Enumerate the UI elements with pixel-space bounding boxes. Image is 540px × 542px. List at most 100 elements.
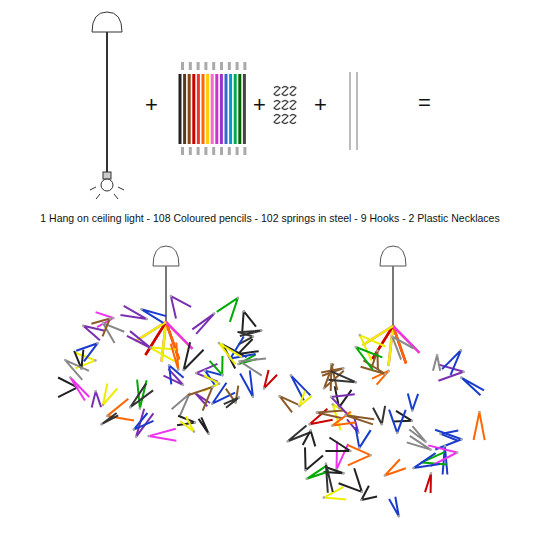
pencil-stroke <box>305 447 323 470</box>
spring-joint <box>135 436 138 439</box>
spring-joint <box>358 447 361 450</box>
pencil-stroke <box>325 438 350 452</box>
pencil-stroke <box>217 298 238 322</box>
pencil <box>179 74 182 144</box>
spring-joint <box>430 472 433 475</box>
pencil-stroke <box>91 319 110 337</box>
pencil-stroke <box>326 464 333 493</box>
pencil-stroke <box>171 296 191 318</box>
spring-joint <box>100 423 103 426</box>
pencil-stroke <box>441 431 459 441</box>
pencil-stroke <box>280 396 299 412</box>
spring-joint <box>252 335 255 338</box>
pencil <box>215 74 218 144</box>
spring <box>282 115 288 124</box>
pencil-stroke <box>425 474 431 494</box>
plus-sign: + <box>253 94 266 116</box>
spring-joint <box>359 334 362 337</box>
spring-joint <box>411 420 414 423</box>
spring-joint <box>369 454 372 457</box>
spring-joint <box>237 297 240 300</box>
pencil-stroke <box>180 417 194 432</box>
spring <box>290 87 296 96</box>
spring-joint <box>94 359 97 362</box>
pencil-stroke <box>328 371 355 382</box>
spring <box>274 101 280 110</box>
spring-joint <box>429 448 432 451</box>
pencil-cap <box>220 62 223 70</box>
spring-joint <box>323 496 326 499</box>
pencil-stroke <box>407 436 431 450</box>
pencil-stroke <box>392 337 414 360</box>
pencil-cap <box>197 147 200 155</box>
pencil-stroke <box>264 370 277 388</box>
spring-joint <box>170 295 173 298</box>
pencil-stroke <box>317 411 344 419</box>
spring-joint <box>332 403 335 406</box>
pencil-cap <box>197 62 200 70</box>
pencil-stroke <box>435 430 462 450</box>
spring-joint <box>182 384 185 387</box>
plus-sign: + <box>145 94 158 116</box>
pencil-cap <box>243 147 246 155</box>
spring-joint <box>64 359 67 362</box>
pencil-stroke <box>127 331 151 348</box>
spring-joint <box>411 409 414 412</box>
spring-joint <box>309 429 312 432</box>
pencil-stroke <box>474 412 485 440</box>
pencil-stroke <box>149 429 177 441</box>
spring-joint <box>96 342 99 345</box>
spring-joint <box>218 382 221 385</box>
spring-joint <box>460 349 463 352</box>
spring-joint <box>237 363 240 366</box>
pencil-stroke <box>239 331 261 337</box>
pencil-stroke <box>409 426 425 442</box>
spring-joint <box>342 367 345 370</box>
pencil-stroke <box>188 387 212 411</box>
spring-joint <box>384 373 387 376</box>
spring-joint <box>287 440 290 443</box>
spring-joint <box>306 478 309 481</box>
pencil-stroke <box>361 486 377 500</box>
pencil-stroke <box>224 397 239 407</box>
spring-joint <box>150 347 153 350</box>
spring-joint <box>304 469 307 472</box>
spring-joint <box>290 374 293 377</box>
spring-joint <box>218 342 221 345</box>
spring-joint <box>238 396 241 399</box>
pencil-stroke <box>291 375 311 400</box>
pencil <box>202 74 205 144</box>
chandelier-right <box>278 246 484 518</box>
pencil-stroke <box>433 355 440 371</box>
spring-joint <box>133 428 136 431</box>
pencil <box>234 74 237 144</box>
pencil-stroke <box>172 394 190 416</box>
pencil-stroke <box>461 378 484 396</box>
pencil <box>197 74 200 144</box>
pencil-stroke <box>332 412 355 426</box>
spring-joint <box>308 423 311 426</box>
spring-joint <box>146 318 149 321</box>
pencil-stroke <box>414 453 440 468</box>
pencil-stroke <box>171 343 179 370</box>
spring-joint <box>140 308 143 311</box>
equals-sign: = <box>418 92 431 114</box>
pencil <box>229 74 232 144</box>
pencil-stroke <box>408 393 418 410</box>
chandelier-left <box>58 246 277 441</box>
spring <box>282 101 288 110</box>
spring-joint <box>194 421 197 424</box>
pencil-stroke <box>76 343 98 361</box>
spring-joint <box>168 364 171 367</box>
spring-joint <box>384 474 387 477</box>
pencil-stroke <box>184 342 204 370</box>
pencil-stroke <box>240 359 266 376</box>
spring-joint <box>182 369 185 372</box>
pencil-stroke <box>134 413 154 430</box>
pencil <box>183 74 186 144</box>
pencil-stroke <box>242 311 256 331</box>
pencil-stroke <box>192 314 214 334</box>
pencil-stroke <box>346 415 375 424</box>
pencil-stroke <box>303 431 316 447</box>
pencil-cap <box>189 147 192 155</box>
